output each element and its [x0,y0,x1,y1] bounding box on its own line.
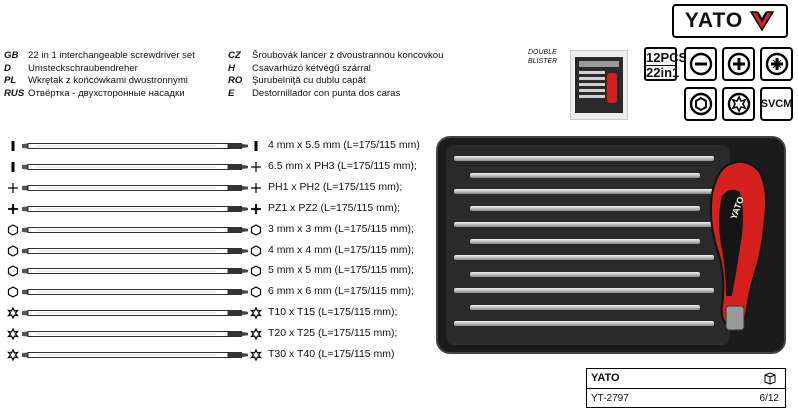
bit-drawing [7,348,262,362]
bit-drawing [7,327,262,341]
footer-brand: YATO [591,372,620,384]
screwdriver-handle: YATO [709,160,767,331]
piece-count-badge: 12PCS 22in1 [644,47,687,81]
bit-row: 6 mm x 6 mm (L=175/115 mm); [6,282,426,302]
case-bit [454,288,714,293]
bit-drawing [7,223,262,236]
case-bit [470,271,700,277]
bit-row: T10 x T15 (L=175/115 mm); [6,303,426,323]
bit-label: PH1 x PH2 (L=175/115 mm); [268,180,403,193]
case-bit [470,304,700,310]
bit-label: 6.5 mm x PH3 (L=175/115 mm); [268,159,417,172]
bit-tray [446,145,730,345]
page-number: 6/12 [759,393,779,404]
bit-row: PZ1 x PZ2 (L=175/115 mm); [6,199,426,219]
brand-name: YATO [684,9,744,32]
bit-label: 5 mm x 5 mm (L=175/115 mm); [268,264,414,277]
torx-icon [722,87,755,121]
case-bit [470,205,700,211]
blister-package-image [570,50,628,120]
bit-drawing [8,203,261,214]
bit-drawing [7,265,262,278]
bit-drawing [8,182,261,193]
bit-drawing [7,286,262,298]
bit-label: PZ1 x PZ2 (L=175/115 mm); [268,201,400,214]
phillips-icon [722,47,755,81]
bit-row: 6.5 mm x PH3 (L=175/115 mm); [6,157,426,177]
pozidriv-icon [760,47,793,81]
bit-drawing [11,161,261,172]
bit-label: T20 x T25 (L=175/115 mm); [268,327,398,340]
case-bit [454,321,714,326]
brand-logo: YATO [672,4,788,38]
bit-label: T10 x T15 (L=175/115 mm); [268,306,398,319]
case-bit [470,172,700,178]
bit-label: T30 x T40 (L=175/115 mm) [268,348,395,360]
bit-label: 4 mm x 5.5 mm (L=175/115 mm) [268,139,420,151]
bit-drawing [7,244,262,257]
bit-label: 4 mm x 4 mm (L=175/115 mm); [268,243,414,256]
package-box-icon [764,372,776,385]
svcm-label: SVCM [760,87,793,121]
bit-drawing [11,141,258,151]
bit-drawing [7,306,262,320]
bit-label: 3 mm x 3 mm (L=175/115 mm); [268,222,414,235]
case-bit [454,156,714,161]
product-code: YT-2797 [591,393,629,404]
bit-row: T20 x T25 (L=175/115 mm); [6,324,426,344]
product-footer: YATO YT-2797 6/12 [586,368,786,408]
blister-label: DOUBLE BLISTER [528,49,558,65]
bit-row: 3 mm x 3 mm (L=175/115 mm); [6,220,426,240]
slotted-icon [684,47,717,81]
bit-row: T30 x T40 (L=175/115 mm) [6,345,426,365]
case-bit [454,189,714,194]
yato-emblem-icon [749,11,775,32]
case-bit [470,238,700,244]
hex-icon [684,87,717,121]
bit-label: 6 mm x 6 mm (L=175/115 mm); [268,285,414,298]
bit-row: 5 mm x 5 mm (L=175/115 mm); [6,261,426,281]
bit-row: 4 mm x 5.5 mm (L=175/115 mm) [6,136,426,156]
bit-row: 4 mm x 4 mm (L=175/115 mm); [6,241,426,261]
case-bit [454,222,714,227]
case-bit [454,255,714,260]
bit-row: PH1 x PH2 (L=175/115 mm); [6,178,426,198]
